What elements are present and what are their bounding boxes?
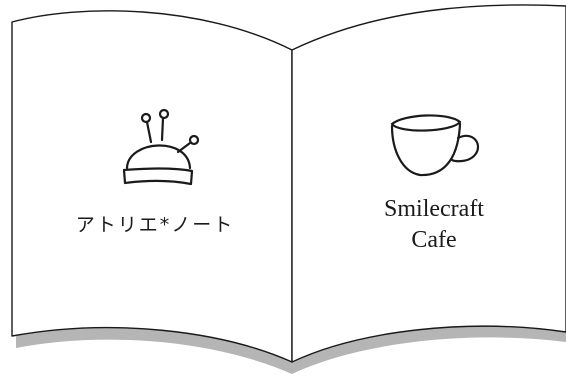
left-page	[11, 10, 293, 363]
pincushion-icon	[122, 108, 200, 186]
right-page-title-line2: Cafe	[411, 227, 457, 253]
coffee-cup-icon	[390, 114, 480, 177]
right-page-title: Smilecraft Cafe	[318, 194, 550, 256]
book-shadow	[16, 326, 566, 374]
right-page-title-line1: Smilecraft	[384, 196, 484, 222]
right-page	[291, 4, 566, 363]
left-page-title: アトリエ*ノート	[75, 214, 235, 236]
